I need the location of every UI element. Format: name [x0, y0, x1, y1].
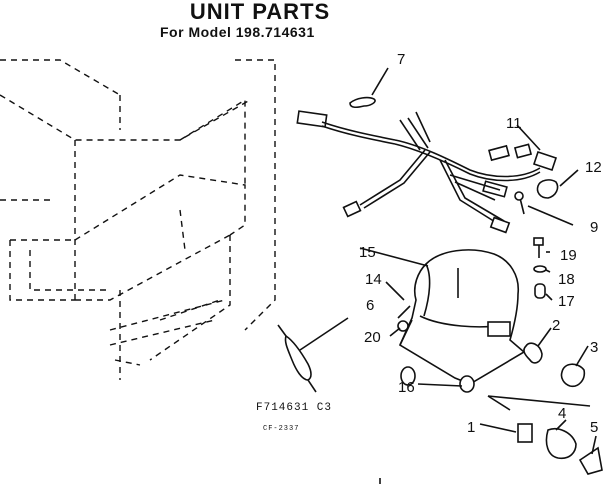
callout-18: 18: [558, 271, 575, 288]
callout-7: 7: [397, 51, 405, 68]
part-12-relay: [536, 169, 579, 199]
callout-17: 17: [558, 293, 575, 310]
callout-11: 11: [506, 115, 522, 132]
part-2-overload: [523, 327, 552, 364]
callout-5: 5: [590, 419, 598, 436]
figure-subcode: CF-2337: [263, 425, 300, 433]
figure-code: F714631 C3: [256, 402, 333, 414]
part-5-clip: [578, 435, 603, 475]
part-6-drier: [277, 317, 349, 393]
part-9-bolt: [514, 191, 574, 226]
part-14-pin: [385, 281, 411, 319]
diagram-title: UNIT PARTS: [189, 0, 331, 24]
diagram-subtitle: For Model 198.714631: [160, 24, 315, 40]
callout-14: 14: [365, 271, 382, 288]
part-4-cover: [545, 419, 577, 460]
callout-16: 16: [398, 379, 415, 396]
part-7-clip: [349, 67, 389, 109]
callout-2: 2: [552, 317, 560, 334]
part-16-feet: [400, 366, 475, 393]
part-19-screw: [533, 237, 550, 258]
part-3-cap: [560, 345, 589, 388]
part-1-terminal: [479, 423, 533, 443]
leader-line-bracket: [487, 395, 591, 407]
callout-1: 1: [467, 419, 475, 436]
callout-20: 20: [364, 329, 381, 346]
wiring-harness: [296, 110, 541, 234]
part-17-sleeve: [534, 283, 553, 301]
callout-4: 4: [558, 405, 566, 422]
callout-3: 3: [590, 339, 598, 356]
callout-15: 15: [359, 244, 376, 261]
part-18-washer: [533, 265, 551, 273]
cabinet-outline: [0, 59, 276, 380]
callout-6: 6: [366, 297, 374, 314]
callout-12: 12: [585, 159, 602, 176]
callout-19: 19: [560, 247, 577, 264]
part-11-connector: [516, 124, 558, 172]
callout-9: 9: [590, 219, 598, 236]
compressor: [359, 247, 526, 385]
part-20-grommet: [389, 320, 409, 337]
leader-line-bracket-2: [487, 395, 511, 411]
